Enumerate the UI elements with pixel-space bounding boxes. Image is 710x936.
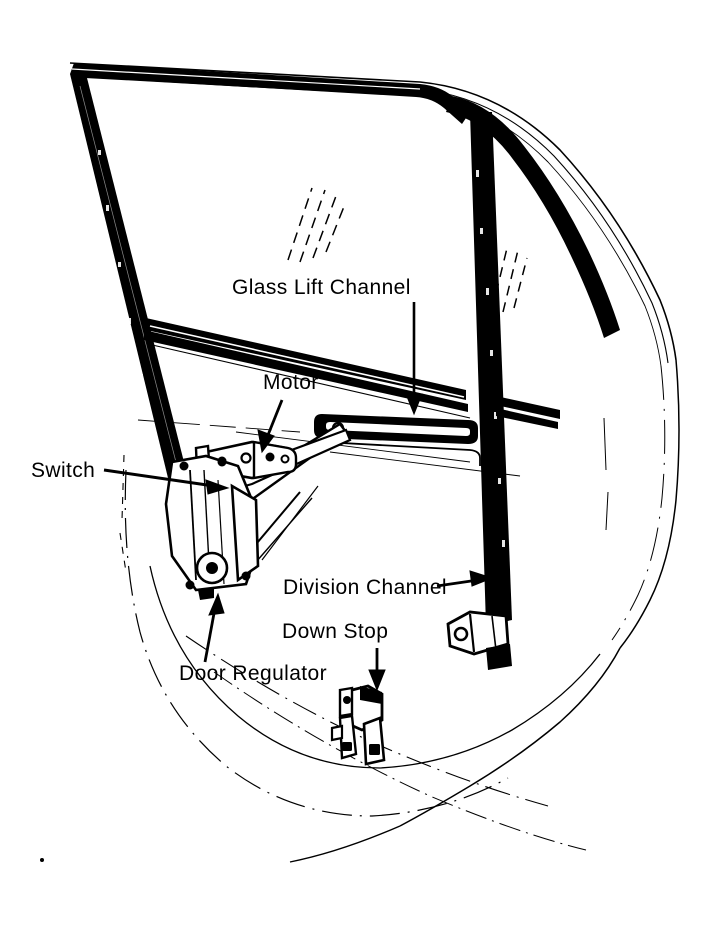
- leader-lines: [103, 302, 494, 692]
- down-stop-bracket: [330, 684, 386, 766]
- window-frame: [70, 63, 620, 626]
- stray-speck: [40, 858, 44, 862]
- label-motor: Motor: [263, 371, 319, 394]
- division-channel-bracket: [446, 610, 512, 670]
- label-switch: Switch: [31, 459, 95, 482]
- belt-line: [144, 318, 560, 429]
- glass-reflection-main: [287, 187, 346, 263]
- leader-motor: [264, 399, 284, 441]
- leader-door-regulator: [203, 607, 217, 663]
- regulator-base: [164, 454, 260, 600]
- division-channel-post: [470, 112, 512, 626]
- label-door-regulator: Door Regulator: [179, 662, 327, 685]
- leader-switch: [103, 468, 215, 488]
- label-glass-lift-channel: Glass Lift Channel: [232, 276, 411, 299]
- label-division-channel: Division Channel: [283, 576, 447, 599]
- glass-reflection-quarter: [491, 243, 528, 313]
- window-glass-area: [287, 187, 528, 313]
- label-down-stop: Down Stop: [282, 620, 388, 643]
- diagram-labels: Glass Lift Channel Motor Switch Division…: [31, 276, 447, 685]
